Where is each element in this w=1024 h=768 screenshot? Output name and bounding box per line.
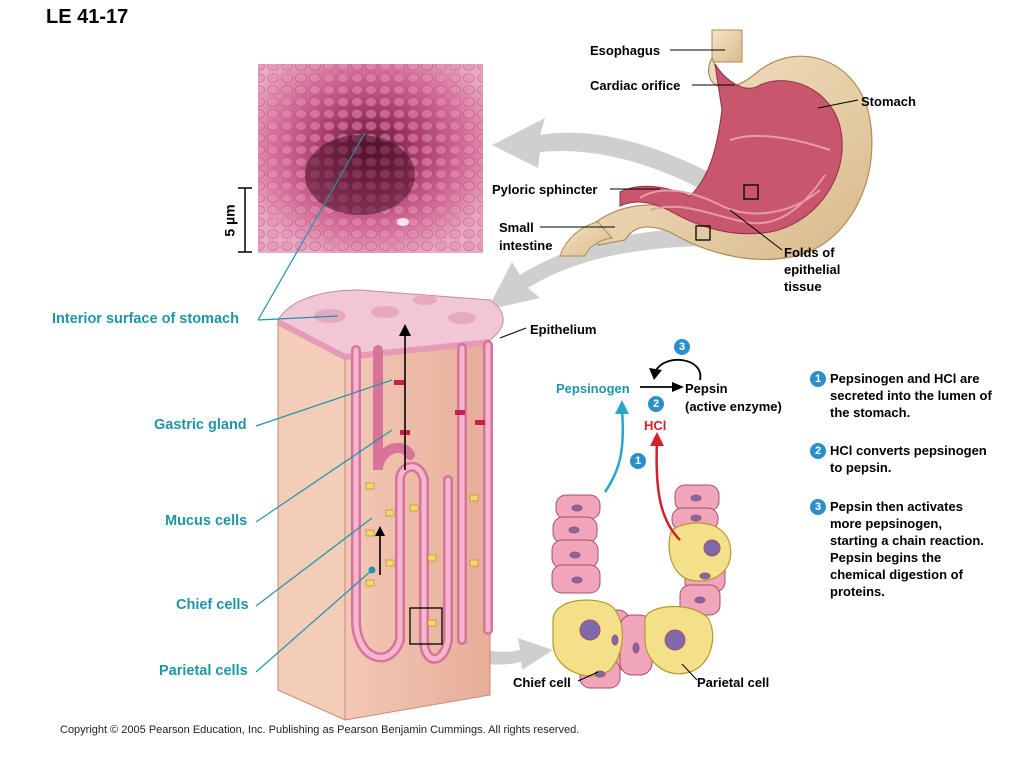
label-epithelium: Epithelium [530, 322, 597, 337]
label-stomach: Stomach [861, 94, 916, 109]
label-pepsinogen: Pepsinogen [556, 381, 630, 396]
label-chief-cell: Chief cell [513, 675, 571, 690]
label-hcl: HCl [644, 418, 667, 433]
step-badge-3: 3 [674, 339, 690, 355]
label-active-enzyme: (active enzyme) [685, 399, 782, 414]
label-chief-cells: Chief cells [176, 597, 249, 613]
label-folds-line2: epithelial [784, 262, 841, 277]
zoom-arrow-low [438, 632, 553, 670]
step-3-badge: 3 [810, 499, 826, 515]
label-folds-line3: tissue [784, 279, 822, 294]
label-parietal-cells: Parietal cells [159, 663, 248, 679]
step-3-text: Pepsin then activates more pepsinogen, s… [830, 499, 984, 599]
teal-leader-lines [255, 132, 393, 673]
label-pyloric-sphincter: Pyloric sphincter [492, 182, 598, 197]
zoom-arrow-top [492, 118, 720, 195]
hcl-secretion-arrow [655, 439, 681, 541]
figure-title: LE 41-17 [46, 6, 129, 28]
label-pepsin: Pepsin [685, 381, 728, 396]
stomach-leader-lines [540, 49, 859, 251]
label-small-intestine-line2: intestine [499, 238, 553, 253]
label-small-intestine-line1: Small [499, 220, 534, 235]
gland-cell-cluster [551, 484, 732, 689]
tissue-block [276, 289, 504, 721]
step-badge-1: 1 [630, 453, 646, 469]
micrograph [258, 64, 483, 253]
label-mucus-cells: Mucus cells [165, 513, 248, 529]
label-gastric-gland: Gastric gland [154, 417, 247, 433]
step-1-badge: 1 [810, 371, 826, 387]
step-1-text: Pepsinogen and HCl are secreted into the… [830, 371, 992, 420]
stomach-illustration [559, 29, 873, 261]
label-cardiac-orifice: Cardiac orifice [590, 78, 681, 93]
pepsinogen-secretion-arrow [603, 409, 625, 493]
label-folds-line1: Folds of [784, 245, 835, 260]
label-interior-surface: Interior surface of stomach [52, 311, 239, 327]
step-2-text: HCl converts pepsinogen to pepsin. [830, 443, 987, 475]
scale-bar-label: 5 µm [221, 204, 238, 237]
step-2-badge: 2 [810, 443, 826, 459]
autocatalysis-arrow [654, 358, 702, 381]
scale-bar [238, 187, 252, 253]
zoom-arrow-mid [487, 228, 702, 310]
label-esophagus: Esophagus [590, 43, 661, 58]
copyright-notice: Copyright © 2005 Pearson Education, Inc.… [60, 724, 580, 736]
label-parietal-cell: Parietal cell [697, 675, 770, 690]
step-badge-2: 2 [648, 396, 664, 412]
